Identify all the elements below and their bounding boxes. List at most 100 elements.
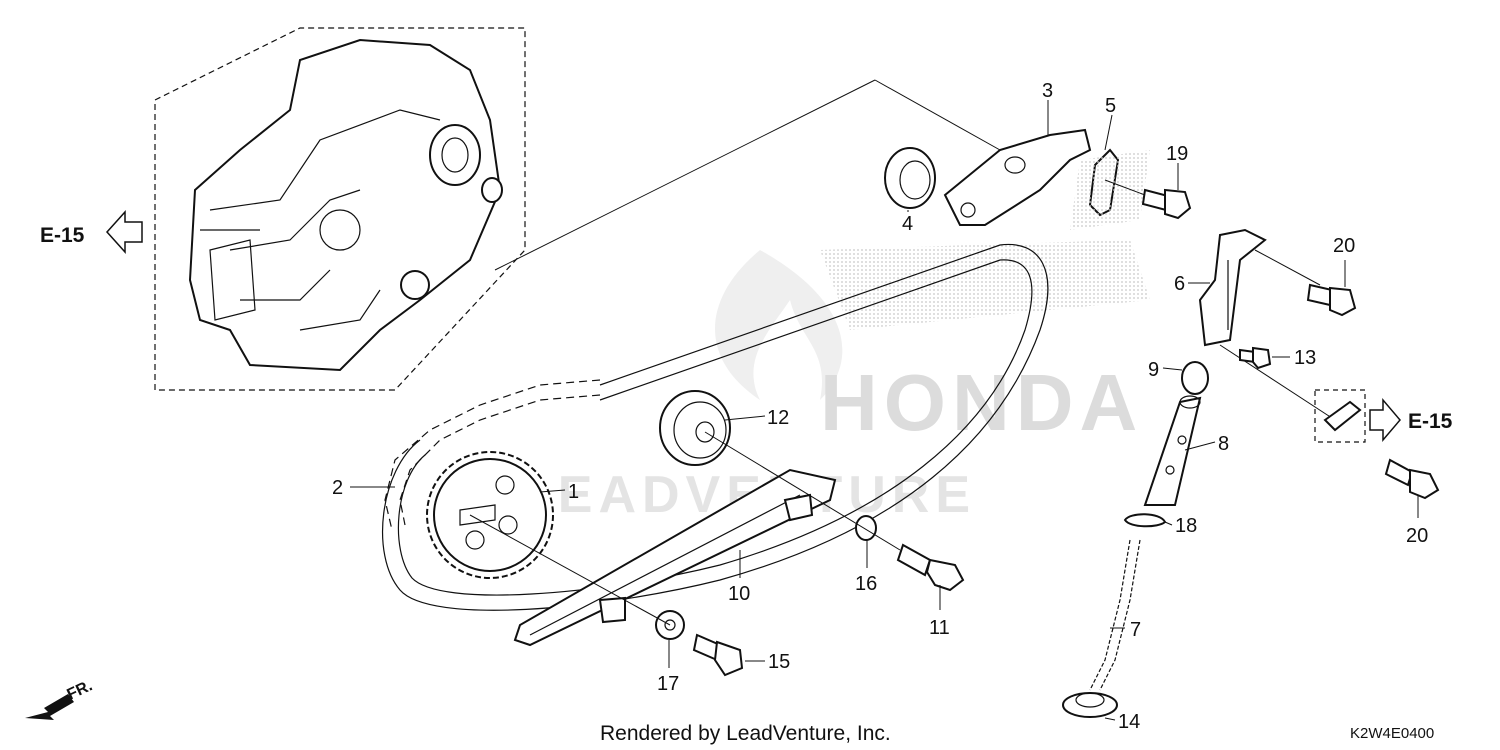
bolt-20-bottom-shank (1384, 458, 1414, 487)
leader-roller-bolt (704, 431, 901, 551)
washer-17-hole (664, 619, 676, 631)
callout-2[interactable]: 2 (332, 477, 343, 499)
chain-guide-tab-bottom (598, 596, 626, 624)
cam-chain (382, 243, 1049, 611)
bearing-4 (884, 147, 936, 209)
callout-10[interactable]: 10 (728, 583, 750, 605)
leader-sprocket-bolt (469, 514, 671, 626)
roller-outer (659, 390, 731, 466)
callout-19[interactable]: 19 (1166, 143, 1188, 165)
cap-9 (1181, 361, 1209, 395)
plate-hole-2 (960, 202, 976, 218)
tensioner-body-8 (1143, 395, 1202, 506)
watermark: HONDA LEADVENTURE (520, 240, 1150, 524)
callout-4[interactable]: 4 (902, 213, 913, 235)
arm-body (1198, 228, 1267, 347)
arrow-right-icon (1369, 397, 1401, 443)
bolt-19-head (1164, 188, 1192, 220)
leader-6-20 (1254, 249, 1321, 286)
guide-roller (659, 390, 731, 466)
leader-5-19 (1104, 179, 1146, 196)
crankcase-bearing-inner (441, 137, 469, 173)
leader-plate-top (874, 79, 1001, 151)
footer-credit: Rendered by LeadVenture, Inc. (600, 722, 891, 745)
callout-9[interactable]: 9 (1148, 359, 1159, 381)
ref-right-label: E-15 (1408, 410, 1453, 433)
plug-14 (1062, 692, 1118, 718)
crankcase-bearing-boss (429, 124, 481, 186)
bearing-outer (884, 147, 936, 209)
ref-left-label: E-15 (40, 224, 85, 247)
callout-5[interactable]: 5 (1105, 95, 1116, 117)
tube-top (1179, 395, 1201, 409)
ref-right-clip (1323, 400, 1362, 432)
crankcase-boss-right (481, 177, 503, 203)
arrow-left-icon (105, 210, 143, 254)
callout-3[interactable]: 3 (1042, 80, 1053, 102)
sprocket-hole-2 (498, 515, 518, 535)
chain-outer-loop (382, 243, 1049, 611)
chain-inner-loop (397, 259, 1033, 596)
bolt-20-top (1306, 283, 1357, 317)
cam-sprocket (426, 451, 554, 579)
callout-18[interactable]: 18 (1175, 515, 1197, 537)
callout-leaders (350, 100, 1419, 721)
plate-hole-1 (1004, 156, 1026, 174)
bolt-11-shank (896, 543, 932, 577)
tube-hole-1 (1177, 435, 1187, 445)
plug-top (1075, 692, 1105, 708)
crankcase-body (188, 38, 502, 372)
callout-15[interactable]: 15 (768, 651, 790, 673)
callout-6[interactable]: 6 (1174, 273, 1185, 295)
leader-6-clip (1219, 344, 1336, 421)
chain-guide-tab-top (783, 493, 814, 522)
tube-hole-2 (1165, 465, 1175, 475)
watermark-wing-shape (820, 240, 1150, 330)
callouts: 1 2 3 4 5 6 7 8 9 10 11 12 13 14 15 16 1… (332, 80, 1428, 733)
bolt-20-top-shank (1306, 283, 1334, 307)
sprocket-body (433, 458, 547, 572)
tube-body (1143, 396, 1202, 506)
diagram-code: K2W4E0400 (1350, 725, 1434, 742)
ref-right[interactable]: E-15 (1314, 389, 1453, 443)
crankcase-flange (209, 239, 256, 321)
spring-7-edge (1099, 539, 1141, 691)
tensioner-arm-6 (1198, 228, 1267, 347)
chain-guide (513, 468, 837, 647)
callout-20-bottom[interactable]: 20 (1406, 525, 1428, 547)
chain-guide-rib (529, 494, 801, 636)
callout-14[interactable]: 14 (1118, 711, 1140, 733)
ref-left[interactable]: E-15 (40, 210, 143, 254)
ref-right-dashed-box (1314, 389, 1366, 443)
washer-16 (855, 515, 877, 541)
bolt-11-head (925, 558, 965, 592)
bolt-20-bottom-head (1409, 468, 1440, 500)
callout-13[interactable]: 13 (1294, 347, 1316, 369)
spring-7 (1089, 539, 1131, 691)
bolt-11-group (855, 515, 965, 592)
callout-20-top[interactable]: 20 (1333, 235, 1355, 257)
callout-8[interactable]: 8 (1218, 433, 1229, 455)
crankcase-boss-lower (400, 270, 430, 300)
bolt-20-top-head (1329, 286, 1357, 317)
callout-12[interactable]: 12 (767, 407, 789, 429)
chain-links-top-2 (384, 379, 601, 531)
cap-body (1181, 361, 1209, 395)
crankcase-hole (319, 209, 361, 251)
leader-crankcase-plate (494, 79, 876, 271)
front-arrow-icon (25, 694, 74, 720)
bolt-13-head (1252, 346, 1272, 370)
callout-17[interactable]: 17 (657, 673, 679, 695)
callout-1[interactable]: 1 (568, 481, 579, 503)
bolt-13 (1239, 346, 1272, 370)
watermark-brand: HONDA (820, 358, 1143, 447)
clip-18 (1123, 513, 1167, 528)
crankcase-dashed-frame (154, 27, 526, 391)
callout-11[interactable]: 11 (929, 617, 950, 639)
front-label: FR. (65, 677, 96, 703)
front-direction: FR. (25, 677, 95, 720)
callout-7[interactable]: 7 (1130, 619, 1141, 641)
crankcase-detail (200, 109, 441, 331)
callout-16[interactable]: 16 (855, 573, 877, 595)
bolt-19 (1141, 188, 1192, 220)
